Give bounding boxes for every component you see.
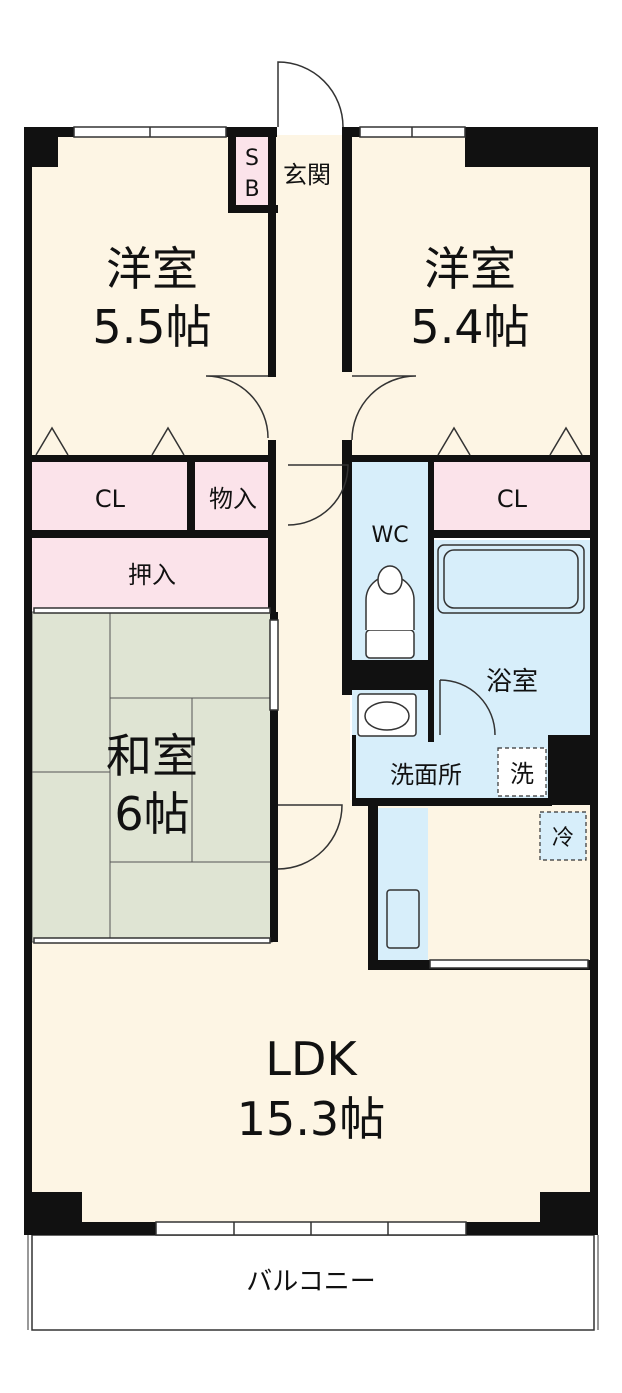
kitchen-sink-icon [386,889,420,949]
toilet-icon [365,565,415,659]
bathtub-icon [437,544,585,614]
washer-box [497,747,547,797]
fridge-label: 冷 [552,826,574,851]
closet-left-label: CL [95,485,126,513]
walls [24,127,598,1235]
washroom-label: 洗面所 [390,761,462,789]
windows [73,126,467,1236]
storage-label: 物入 [209,485,257,513]
hallway-floor [272,135,350,955]
shoe-box [235,135,269,205]
wc-label: WC [371,523,408,548]
washer-label: 洗 [510,760,534,788]
entrance-label: 玄関 [283,161,331,189]
western-room-right-name: 洋室 [424,242,516,296]
shoe-box-label-1: S [245,146,259,171]
western-room-left-size: 5.5帖 [92,300,211,354]
ldk-name: LDK [265,1032,358,1086]
shoe-box-label-2: B [244,177,259,202]
balcony-label: バルコニー [246,1267,375,1297]
oshiire-label: 押入 [128,561,176,589]
storage-closet [195,462,270,530]
labels: 洋室 5.5帖 洋室 5.4帖 和室 6帖 LDK 15.3帖 玄関 S B C… [92,146,574,1297]
closet-right [432,462,590,530]
ldk-floor [32,940,590,1230]
doors [205,61,496,870]
western-room-right-size: 5.4帖 [410,300,529,354]
japanese-room-name: 和室 [106,729,198,783]
entrance-floor [270,135,345,213]
balcony-area [31,1234,595,1331]
fridge-box [539,811,587,861]
ldk-size: 15.3帖 [237,1092,385,1146]
oshiire-closet [32,538,272,610]
closet-right-label: CL [497,485,528,513]
tatami-area [31,611,273,943]
wash-basin-icon [357,693,417,737]
western-room-left-name: 洋室 [106,242,198,296]
closet-left [32,462,187,530]
sliding-doors [33,607,589,969]
japanese-room-size: 6帖 [114,787,189,841]
folding-doors [35,426,583,456]
western-room-right-floor [350,135,590,465]
bathroom-label: 浴室 [486,667,538,697]
